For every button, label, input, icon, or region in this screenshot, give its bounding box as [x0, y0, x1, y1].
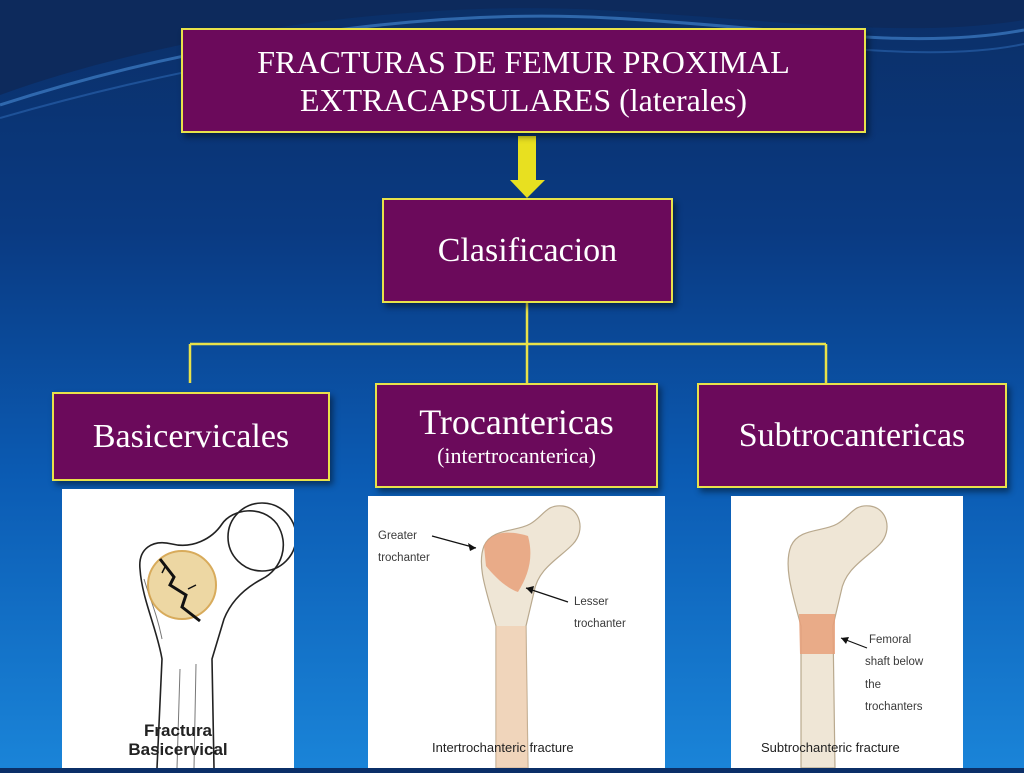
basicervical-caption-1: Fractura	[143, 721, 213, 740]
title-line-1: FRACTURAS DE FEMUR PROXIMAL	[257, 43, 790, 80]
category-basicervicales: Basicervicales	[52, 392, 330, 481]
femur-intertrochanteric-icon	[431, 505, 581, 769]
category-label: Trocantericas	[419, 401, 614, 442]
subtrochanteric-illustration: Femoral shaft below the trochanters Subt…	[731, 496, 963, 769]
label-femoral-1: Femoral	[869, 634, 912, 646]
category-sublabel: (intertrocanterica)	[437, 442, 596, 468]
category-trocantericas: Trocantericas (intertrocanterica)	[375, 383, 658, 488]
title-line-2: EXTRACAPSULARES (laterales)	[299, 81, 748, 118]
connector-lines	[188, 136, 828, 383]
classification-box: Clasificacion	[382, 198, 673, 303]
label-femoral-4: trochanters	[865, 701, 923, 713]
basicervical-caption-2: Basicervical	[128, 740, 228, 759]
title-box: FRACTURAS DE FEMUR PROXIMAL EXTRACAPSULA…	[181, 28, 866, 133]
label-femoral-2: shaft below	[865, 656, 924, 668]
label-greater-2: trochanter	[378, 552, 430, 564]
label-femoral-3: the	[865, 679, 881, 691]
label-lesser-2: trochanter	[574, 618, 626, 630]
basicervical-illustration: Fractura Basicervical	[62, 489, 297, 769]
intertrochanteric-illustration: Greater trochanter Lesser trochanter Int…	[368, 496, 665, 769]
subtrochanteric-caption: Subtrochanteric fracture	[761, 740, 900, 755]
arrow-head	[510, 180, 545, 198]
classification-label: Clasificacion	[437, 231, 618, 269]
category-label: Basicervicales	[92, 417, 290, 455]
femur-subtrochanteric-icon	[787, 505, 888, 769]
intertrochanteric-caption: Intertrochanteric fracture	[432, 740, 574, 755]
category-subtrocantericas: Subtrocantericas	[697, 383, 1007, 488]
category-label: Subtrocantericas	[738, 416, 966, 454]
arrow-shaft	[518, 136, 536, 180]
label-lesser-1: Lesser	[574, 596, 609, 608]
label-greater-1: Greater	[378, 530, 417, 542]
